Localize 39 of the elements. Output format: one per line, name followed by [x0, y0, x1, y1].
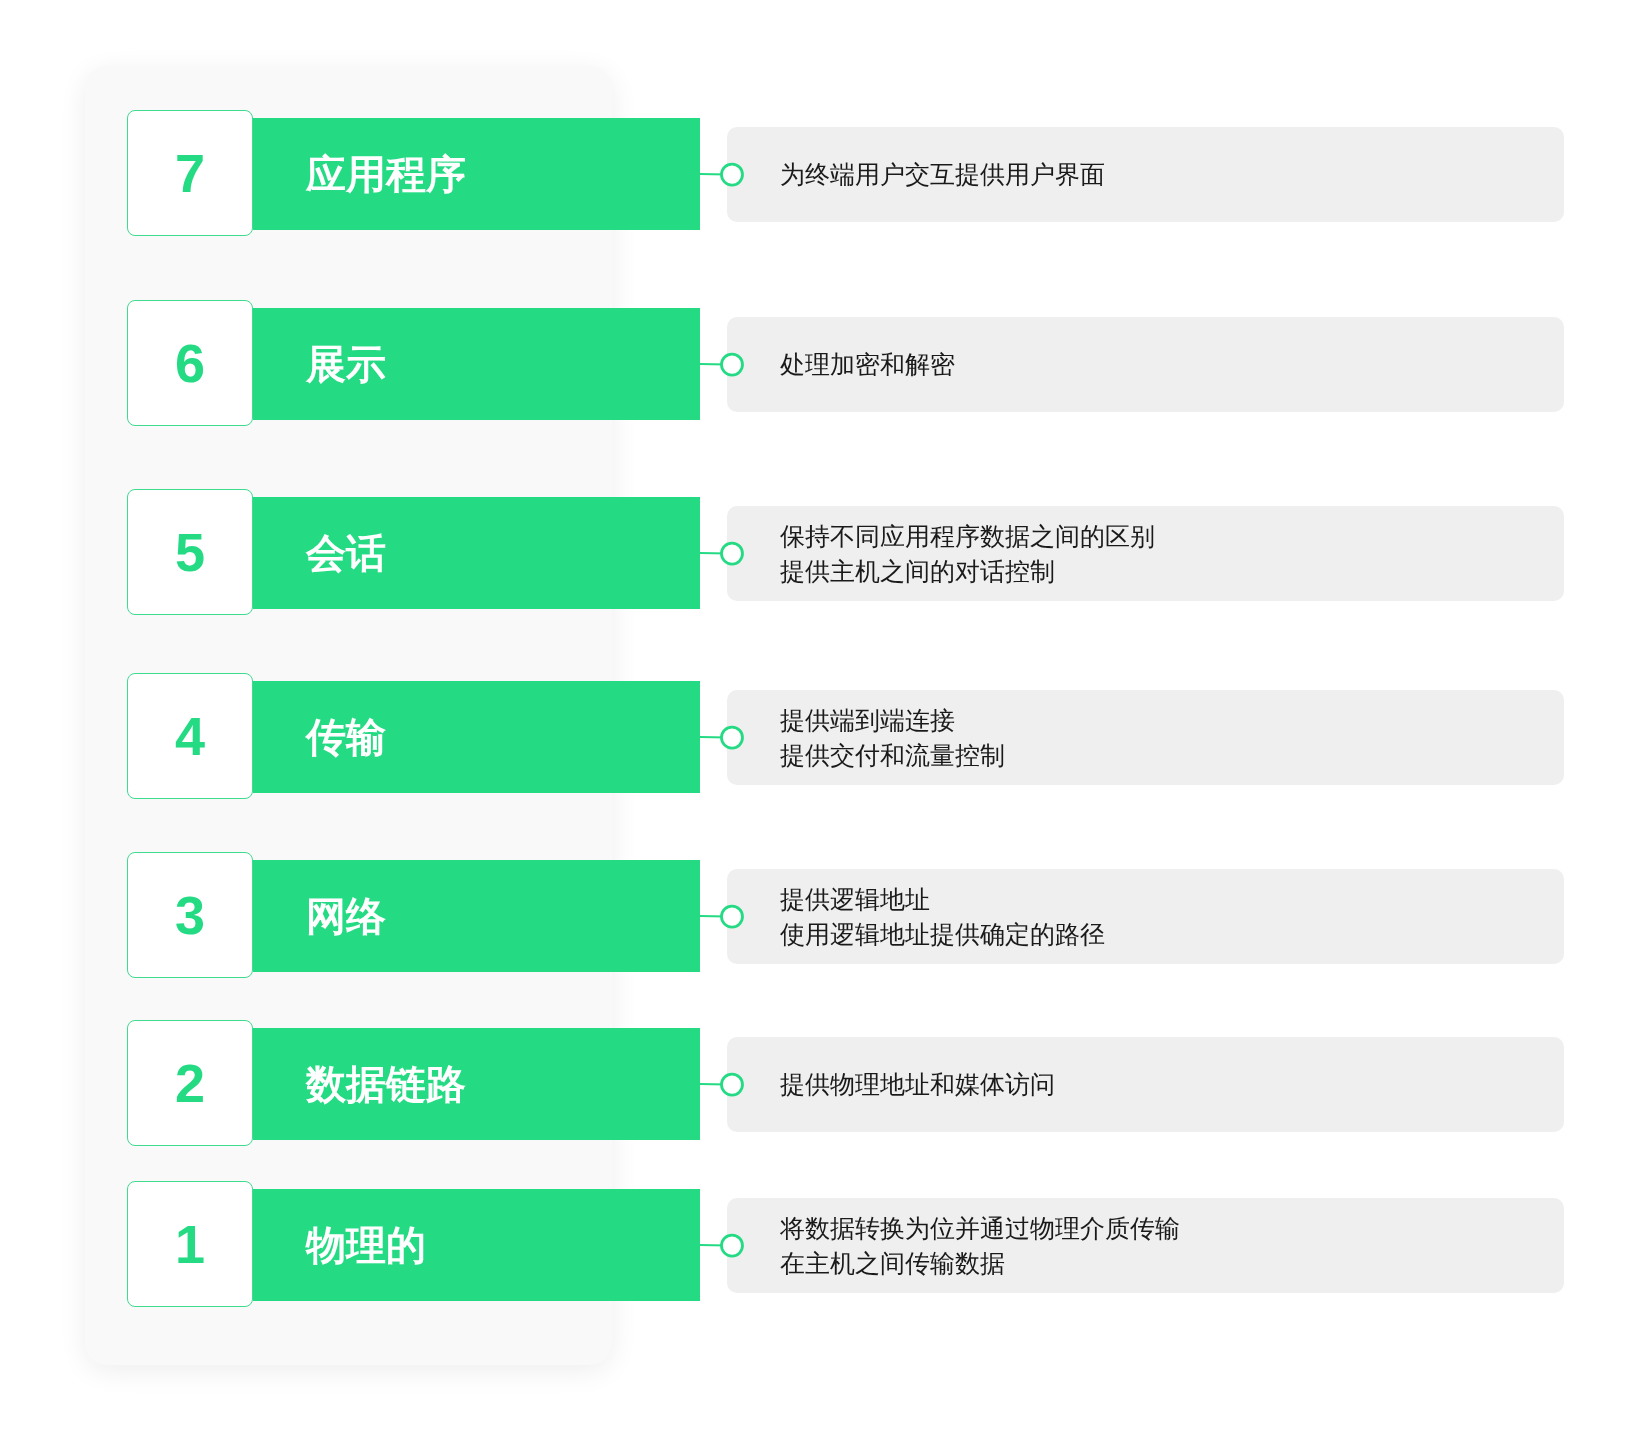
description-line: 提供主机之间的对话控制	[780, 555, 1055, 587]
description-line: 处理加密和解密	[780, 349, 955, 380]
connector	[699, 904, 744, 929]
description-line: 提供逻辑地址	[780, 883, 930, 915]
number-box: 1	[127, 1181, 253, 1307]
number-box: 5	[127, 489, 253, 615]
layer-bar: 传输	[253, 681, 700, 793]
connector	[699, 1072, 744, 1097]
description-box	[727, 317, 1564, 412]
layer-bar: 数据链路	[253, 1028, 700, 1140]
connector	[699, 1233, 744, 1258]
connector	[699, 725, 744, 750]
description-box	[727, 127, 1564, 222]
number-box: 2	[127, 1020, 253, 1146]
description-box	[727, 690, 1564, 785]
number-box: 6	[127, 300, 253, 426]
description-line: 保持不同应用程序数据之间的区别	[780, 520, 1155, 552]
connector	[699, 352, 744, 377]
description-line: 将数据转换为位并通过物理介质传输	[780, 1212, 1180, 1244]
number-box: 3	[127, 852, 253, 978]
description-line: 为终端用户交互提供用户界面	[780, 159, 1105, 190]
layer-bar: 展示	[253, 308, 700, 420]
number-box: 4	[127, 673, 253, 799]
layer-bar: 会话	[253, 497, 700, 609]
layer-bar: 网络	[253, 860, 700, 972]
description-line: 提供物理地址和媒体访问	[780, 1069, 1055, 1100]
layer-bar: 应用程序	[253, 118, 700, 230]
description-box	[727, 506, 1564, 601]
description-line: 使用逻辑地址提供确定的路径	[780, 918, 1105, 950]
description-line: 在主机之间传输数据	[780, 1247, 1005, 1279]
description-box	[727, 869, 1564, 964]
layer-bar: 物理的	[253, 1189, 700, 1301]
description-box	[727, 1198, 1564, 1293]
description-box	[727, 1037, 1564, 1132]
description-line: 提供端到端连接	[780, 704, 955, 736]
number-box: 7	[127, 110, 253, 236]
description-line: 提供交付和流量控制	[780, 739, 1005, 771]
connector	[699, 541, 744, 566]
connector	[699, 162, 744, 187]
